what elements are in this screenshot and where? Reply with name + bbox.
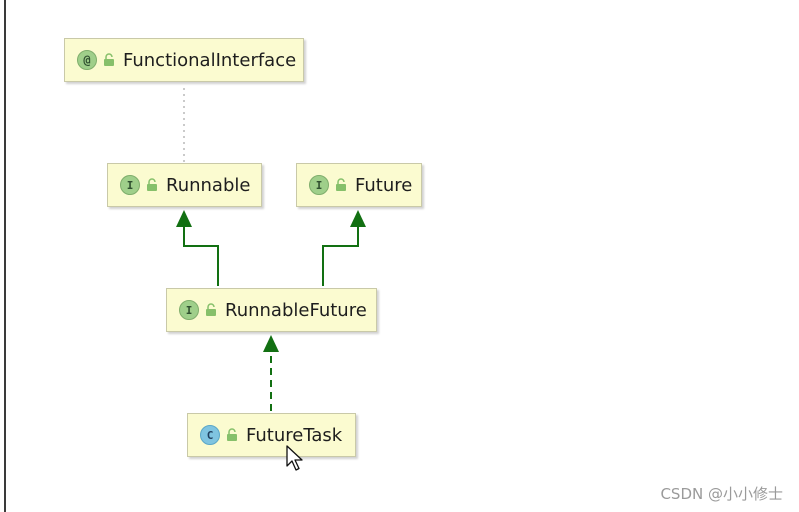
mouse-cursor-icon bbox=[286, 445, 303, 471]
node-functional-interface[interactable]: @ FunctionalInterface bbox=[64, 38, 304, 82]
node-runnable[interactable]: I Runnable bbox=[107, 163, 262, 207]
node-label: Future bbox=[355, 174, 413, 196]
node-label: FutureTask bbox=[246, 424, 343, 446]
lock-open-icon bbox=[147, 178, 157, 191]
node-label: Runnable bbox=[166, 174, 251, 196]
lock-open-icon bbox=[227, 428, 237, 441]
class-icon: C bbox=[200, 425, 220, 445]
left-divider bbox=[4, 0, 6, 512]
arrowhead-runnable bbox=[176, 210, 192, 227]
watermark: CSDN @小小修士 bbox=[660, 485, 783, 503]
edge-runnablefuture-to-runnable bbox=[183, 226, 219, 286]
node-future[interactable]: I Future bbox=[296, 163, 422, 207]
node-runnable-future[interactable]: I RunnableFuture bbox=[166, 288, 377, 332]
node-future-task[interactable]: C FutureTask bbox=[187, 413, 356, 457]
interface-icon: I bbox=[309, 175, 329, 195]
lock-open-icon bbox=[336, 178, 346, 191]
interface-icon: I bbox=[120, 175, 140, 195]
lock-open-icon bbox=[104, 53, 114, 66]
node-label: RunnableFuture bbox=[225, 299, 367, 321]
node-label: FunctionalInterface bbox=[123, 49, 297, 71]
edge-runnablefuture-to-future bbox=[322, 226, 359, 286]
arrowhead-future bbox=[350, 210, 366, 227]
arrowhead-runnablefuture bbox=[263, 335, 279, 352]
annotation-icon: @ bbox=[77, 50, 97, 70]
interface-icon: I bbox=[179, 300, 199, 320]
lock-open-icon bbox=[206, 303, 216, 316]
